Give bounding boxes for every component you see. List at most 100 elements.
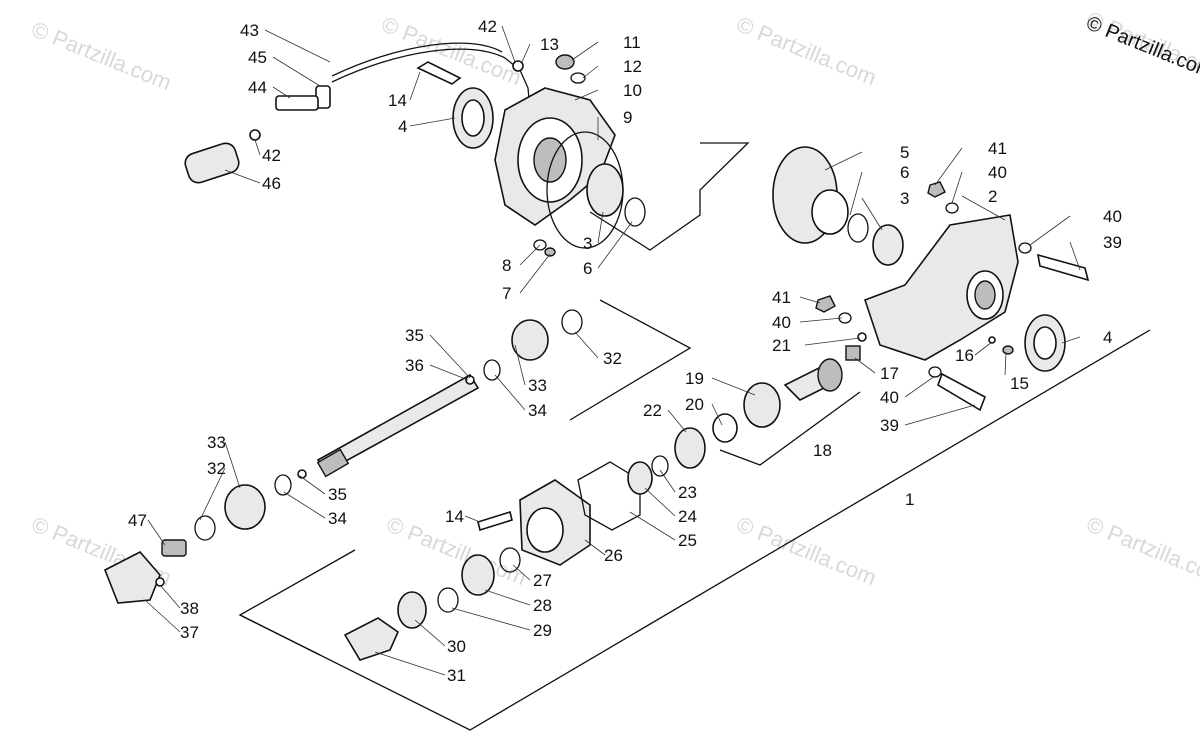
leader — [1061, 336, 1081, 344]
leader — [799, 296, 821, 304]
part-label: 20 — [685, 395, 704, 414]
part-label: 9 — [623, 108, 632, 127]
seal-inner — [461, 99, 485, 137]
output-housing-bore — [526, 507, 564, 553]
leader — [283, 491, 326, 519]
washer — [928, 366, 942, 378]
ball — [297, 469, 307, 479]
leader — [429, 364, 469, 381]
bolt — [1036, 253, 1090, 282]
part-label: 11 — [623, 33, 641, 52]
part-label: 35 — [328, 485, 347, 504]
leader — [904, 375, 936, 398]
part-label: 29 — [533, 621, 552, 640]
leader — [951, 171, 963, 204]
part-label: 6 — [900, 163, 909, 182]
snap-ring — [437, 587, 459, 613]
leader — [374, 651, 446, 676]
nut — [1002, 345, 1014, 355]
part-label: 44 — [248, 78, 267, 97]
part-label: 32 — [603, 349, 622, 368]
group-outlines — [238, 142, 1151, 731]
bearing — [627, 461, 653, 495]
part-label: 3 — [900, 189, 909, 208]
seal — [397, 591, 427, 629]
part-label: 30 — [447, 637, 466, 656]
leader — [574, 89, 599, 101]
part-label: 18 — [813, 441, 832, 460]
leader — [519, 253, 551, 294]
vent-cap — [555, 54, 575, 70]
part-label: 10 — [623, 81, 642, 100]
part-label: 14 — [445, 507, 464, 526]
washer — [1018, 242, 1032, 254]
leader — [272, 56, 321, 87]
leader — [159, 584, 181, 609]
pinion-bush — [845, 345, 861, 361]
nut — [815, 295, 836, 313]
leader — [824, 151, 863, 171]
leader — [451, 607, 531, 631]
leader — [574, 331, 599, 359]
part-label: 46 — [262, 174, 281, 193]
bearing — [461, 554, 495, 596]
ring-gear — [772, 146, 869, 244]
washer — [570, 72, 586, 84]
part-label: 40 — [880, 388, 899, 407]
pinion-gear — [783, 332, 867, 401]
part-label: 26 — [604, 546, 623, 565]
part-label: 40 — [988, 163, 1007, 182]
leader — [849, 171, 863, 216]
gasket — [577, 461, 641, 531]
part-label: 13 — [540, 35, 559, 54]
part-label: 5 — [900, 143, 909, 162]
part-label: 4 — [1103, 328, 1112, 347]
part-label: 43 — [240, 21, 259, 40]
ring — [651, 455, 669, 477]
seal-inner — [1033, 326, 1057, 360]
leader — [299, 475, 326, 495]
leader — [711, 377, 756, 396]
housing-body — [863, 214, 1019, 361]
housing-bore-inner — [974, 280, 996, 310]
part-label: 40 — [1103, 207, 1122, 226]
part-label: 28 — [533, 596, 552, 615]
differential-housing — [863, 214, 1019, 361]
ball — [857, 332, 867, 342]
part-label: 6 — [583, 259, 592, 278]
part-label: 40 — [772, 313, 791, 332]
leader — [264, 29, 331, 63]
leader — [629, 511, 676, 541]
leader — [409, 71, 421, 101]
ring-gear-ring — [847, 213, 869, 243]
leader — [512, 564, 531, 581]
part-label: 14 — [388, 91, 407, 110]
part-label: 45 — [248, 48, 267, 67]
leader — [861, 197, 883, 231]
watermark: © Partzilla.com — [733, 11, 880, 90]
ring — [274, 474, 292, 496]
fitting — [512, 60, 524, 72]
leader — [429, 334, 471, 379]
part-label: 39 — [1103, 233, 1122, 252]
pinion-head — [817, 358, 843, 392]
main-assembly-outline — [238, 329, 1151, 731]
part-label: 12 — [623, 57, 642, 76]
leader — [224, 169, 261, 184]
part-label: 22 — [643, 401, 662, 420]
leader — [272, 86, 291, 99]
part-label: 17 — [880, 364, 899, 383]
leader — [519, 244, 541, 266]
shaft-group-outline — [569, 299, 692, 421]
leader — [711, 403, 723, 426]
part-label: 37 — [180, 623, 199, 642]
leader — [597, 211, 604, 244]
part-label: 38 — [180, 599, 199, 618]
part-label: 42 — [478, 17, 497, 36]
leader — [799, 317, 843, 323]
washer — [945, 202, 959, 214]
ring-gear-hub — [811, 189, 849, 235]
nut — [544, 247, 556, 257]
clip — [249, 129, 261, 141]
part-label: 39 — [880, 416, 899, 435]
